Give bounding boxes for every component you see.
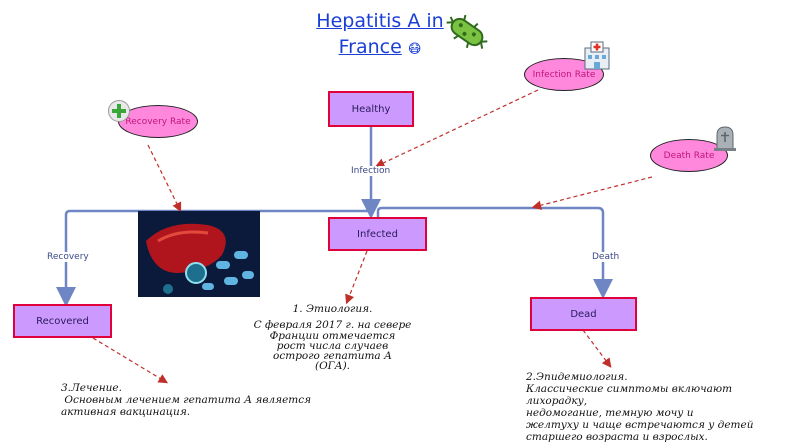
death-flow-label: Death bbox=[591, 252, 621, 262]
treatment-line: Основным лечением гепатита А является bbox=[61, 394, 312, 406]
treatment-note: 3.Лечение. Основным лечением гепатита А … bbox=[61, 382, 321, 418]
edge-recovery bbox=[56, 209, 371, 307]
epidemiology-line: недомогание, темную мочу и bbox=[526, 407, 694, 419]
mask-emoji-icon: 😷 bbox=[407, 42, 422, 57]
treatment-title: 3.Лечение. bbox=[61, 382, 122, 394]
infected-node[interactable]: Infected bbox=[328, 217, 427, 251]
epidemiology-note: 2.Эпидемиология. Классические симптомы в… bbox=[526, 371, 796, 443]
etiology-line: рост числа случаев bbox=[276, 340, 389, 352]
healthy-node-label: Healthy bbox=[351, 103, 391, 115]
recovery-flow-label: Recovery bbox=[46, 252, 90, 262]
title-line-2[interactable]: France bbox=[338, 36, 402, 58]
bacteria-icon bbox=[446, 14, 488, 49]
death-rate-node[interactable]: Death Rate bbox=[650, 139, 728, 172]
recovered-node[interactable]: Recovered bbox=[13, 304, 112, 338]
death-rate-label: Death Rate bbox=[663, 150, 715, 161]
treatment-line: активная вакцинация. bbox=[61, 406, 191, 418]
tombstone-icon bbox=[714, 126, 736, 151]
dead-node[interactable]: Dead bbox=[530, 297, 637, 331]
recovery-rate-node[interactable]: Recovery Rate bbox=[118, 105, 198, 138]
health-plus-icon bbox=[108, 100, 130, 122]
etiology-note: 1. Этиология. С февраля 2017 г. на север… bbox=[250, 303, 415, 371]
etiology-line: острого гепатита А bbox=[273, 350, 392, 362]
diagram-title[interactable]: Hepatitis A in France 😷 bbox=[300, 8, 460, 63]
epidemiology-title: 2.Эпидемиология. bbox=[526, 371, 628, 383]
dead-node-label: Dead bbox=[570, 308, 597, 320]
healthy-node[interactable]: Healthy bbox=[328, 91, 414, 127]
epidemiology-line: желтуху и чаще встречаются у детей bbox=[526, 419, 754, 431]
etiology-title: 1. Этиология. bbox=[292, 303, 373, 315]
etiology-line: Франции отмечается bbox=[269, 330, 396, 342]
infection-rate-label: Infection Rate bbox=[532, 69, 596, 80]
recovery-rate-label: Recovery Rate bbox=[125, 116, 191, 127]
etiology-line: (ОГА). bbox=[314, 360, 351, 372]
epidemiology-line: Классические симптомы включают лихорадку… bbox=[526, 383, 733, 407]
edge-death bbox=[376, 206, 613, 299]
recovered-node-label: Recovered bbox=[36, 315, 89, 327]
etiology-line: С февраля 2017 г. на севере bbox=[253, 319, 412, 331]
hospital-icon bbox=[584, 41, 610, 70]
infection-flow-label: Infection bbox=[350, 166, 392, 176]
epidemiology-line: старшего возраста и взрослых. bbox=[526, 431, 708, 443]
title-line-1[interactable]: Hepatitis A in bbox=[316, 10, 444, 32]
liver-virus-image bbox=[138, 211, 260, 297]
infected-node-label: Infected bbox=[357, 228, 398, 240]
